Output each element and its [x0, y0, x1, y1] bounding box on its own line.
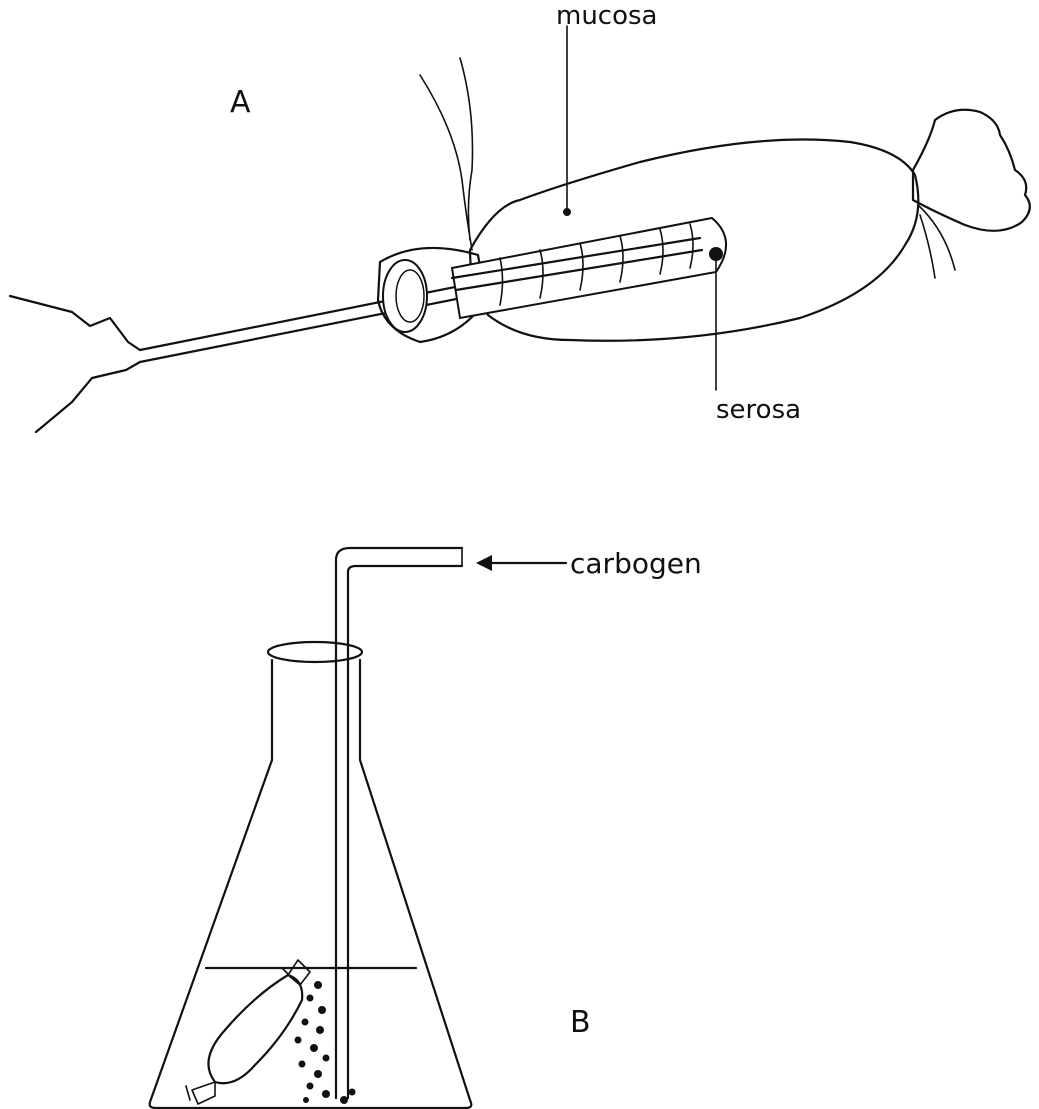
thread-left	[420, 58, 473, 250]
erlenmeyer-flask	[150, 642, 472, 1108]
panel-a: A	[10, 1, 1030, 432]
immersed-sac	[186, 960, 310, 1104]
gas-bubbles	[295, 981, 356, 1104]
carbogen-label: carbogen	[570, 547, 702, 580]
panel-b: carbogen B	[150, 547, 702, 1108]
panel-b-letter: B	[570, 1005, 591, 1040]
sac-right-end	[913, 110, 1030, 231]
mucosa-label: mucosa	[556, 1, 658, 31]
panel-a-letter: A	[230, 85, 251, 120]
thread-right	[918, 205, 955, 278]
sac-lumen	[452, 218, 726, 318]
serosa-label: serosa	[716, 395, 801, 425]
carbogen-arrow	[476, 555, 566, 571]
